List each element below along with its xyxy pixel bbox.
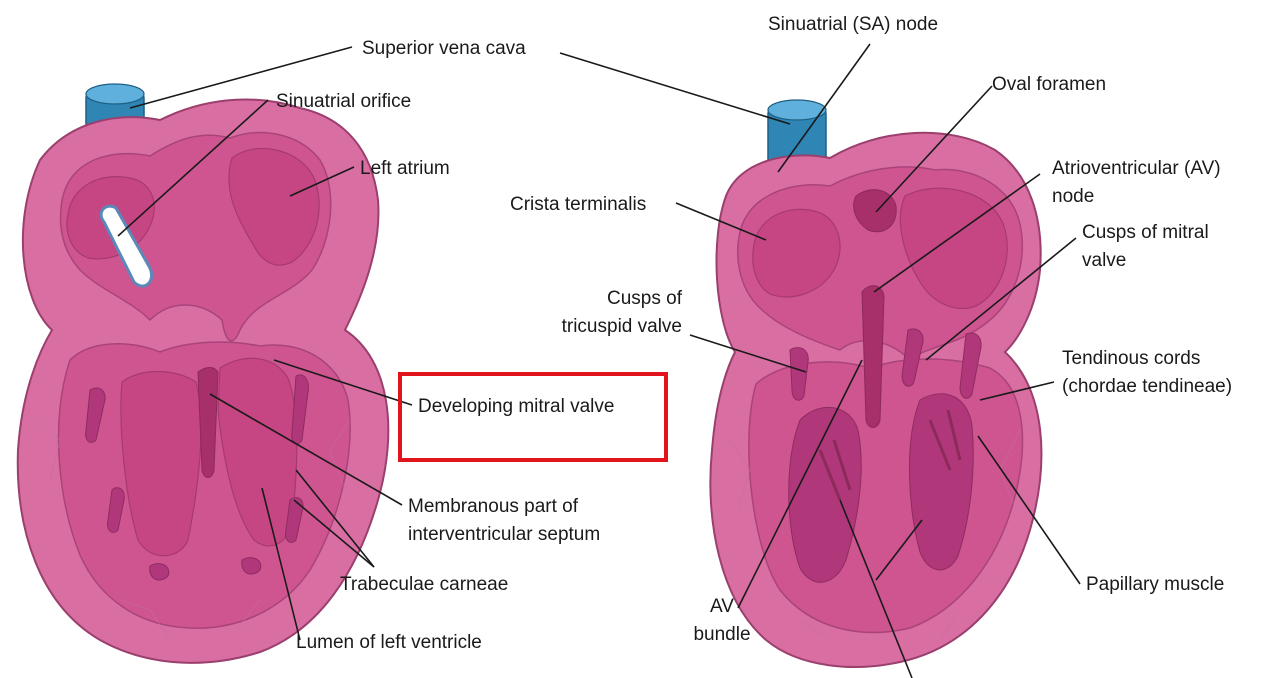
- label-tendinous-cords-line1: Tendinous cords: [1062, 348, 1200, 369]
- label-cusps-tricuspid-line1: Cusps of: [607, 288, 683, 309]
- trabeculae-5: [150, 564, 169, 580]
- leader-superior-vena-cava-right: [560, 53, 790, 124]
- label-av-bundle-line2: bundle: [693, 624, 750, 645]
- label-sinuatrial-orifice: Sinuatrial orifice: [276, 91, 411, 112]
- label-sa-node: Sinuatrial (SA) node: [768, 14, 938, 35]
- label-superior-vena-cava: Superior vena cava: [362, 38, 526, 59]
- label-membranous-septum-line2: interventricular septum: [408, 524, 600, 545]
- highlight-box-mitral-valve: [400, 374, 666, 460]
- left-heart-illustration: [18, 84, 389, 663]
- label-tendinous-cords-line2: (chordae tendineae): [1062, 376, 1232, 397]
- label-oval-foramen: Oval foramen: [992, 74, 1106, 95]
- right-interventricular-septum: [862, 286, 884, 428]
- left-vena-cava-opening: [86, 84, 144, 104]
- label-av-bundle-line1: AV: [710, 596, 734, 617]
- label-left-atrium: Left atrium: [360, 158, 450, 179]
- label-av-node-line1: Atrioventricular (AV): [1052, 158, 1221, 179]
- right-heart-illustration: [710, 100, 1041, 667]
- label-av-node-line2: node: [1052, 186, 1094, 207]
- label-cusps-tricuspid-line2: tricuspid valve: [562, 316, 682, 337]
- label-cusps-mitral-line1: Cusps of mitral: [1082, 222, 1209, 243]
- label-cusps-mitral-line2: valve: [1082, 250, 1126, 271]
- label-crista-terminalis: Crista terminalis: [510, 194, 646, 215]
- label-membranous-septum-line1: Membranous part of: [408, 496, 579, 517]
- label-lumen-left-ventricle: Lumen of left ventricle: [296, 632, 482, 653]
- label-trabeculae-carneae: Trabeculae carneae: [340, 574, 508, 595]
- trabeculae-6: [242, 558, 261, 574]
- label-developing-mitral-valve: Developing mitral valve: [418, 396, 614, 417]
- label-papillary-muscle: Papillary muscle: [1086, 574, 1224, 595]
